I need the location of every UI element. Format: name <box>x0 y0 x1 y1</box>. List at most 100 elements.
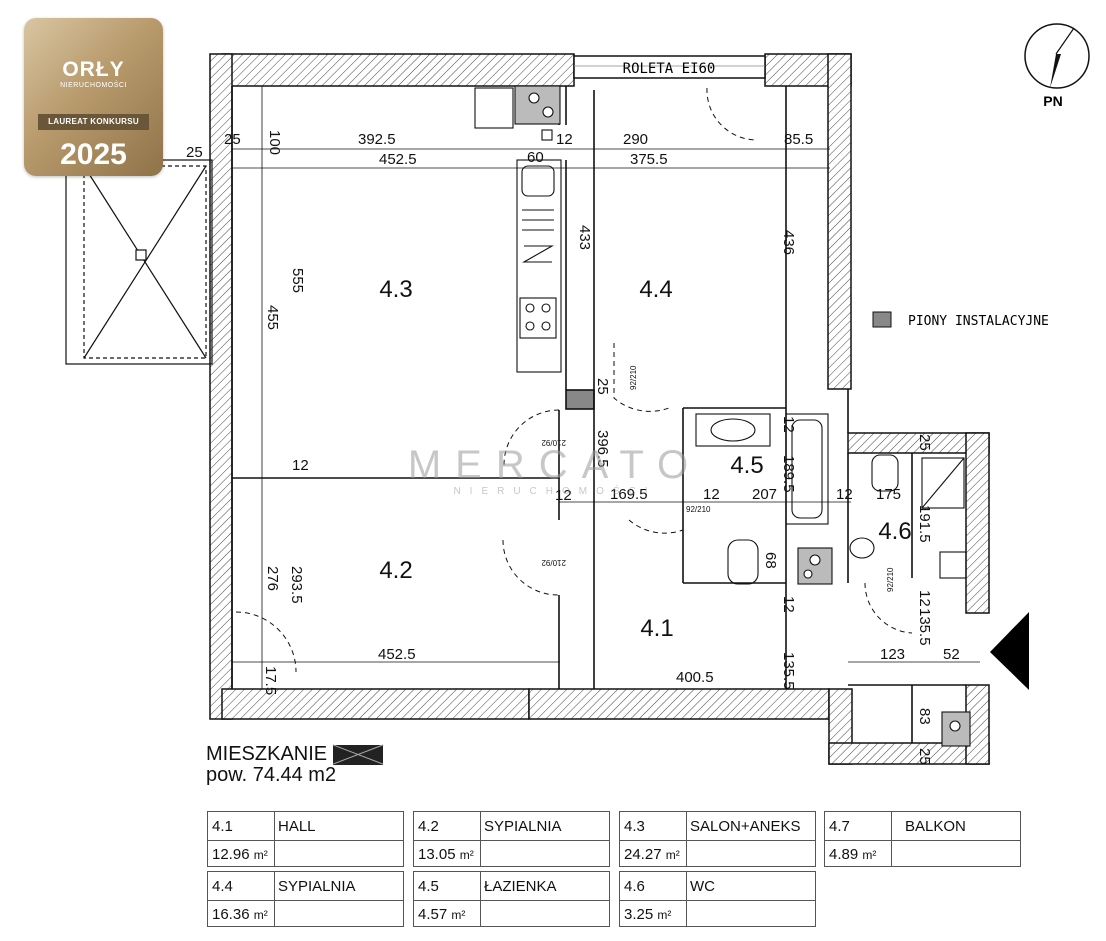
room-area: 3.25 <box>624 906 654 923</box>
dim-label: 52 <box>943 646 960 663</box>
dim-label: 12 <box>556 131 573 148</box>
dim-label: 83 <box>916 708 933 725</box>
room-area: 4.57 <box>418 906 448 923</box>
room-labels: 4.3 4.4 4.2 4.1 4.5 4.6 <box>379 276 911 642</box>
room-label-4-6: 4.6 <box>878 518 911 545</box>
dim-label: 60 <box>527 149 544 166</box>
dim-label: 25 <box>916 748 933 765</box>
dim-label: 12 <box>555 487 572 504</box>
door-label: 210/92 <box>541 438 566 447</box>
room-number: 4.2 <box>418 818 439 835</box>
dim-label: 85.5 <box>784 131 813 148</box>
room-number: 4.3 <box>624 818 645 835</box>
bathroom-fixtures <box>695 413 971 747</box>
room-area: 12.96 <box>212 846 250 863</box>
room-number: 4.4 <box>212 878 233 895</box>
exterior-walls <box>209 53 990 765</box>
room-name: SALON+ANEKS <box>690 818 801 835</box>
badge-subtitle: NIERUCHOMOŚCI <box>60 82 127 89</box>
dim-label: 135.5 <box>780 652 797 690</box>
door-label: 92/210 <box>686 505 711 514</box>
dim-label: 392.5 <box>358 131 396 148</box>
room-area: 24.27 <box>624 846 662 863</box>
dim-label: 25 <box>186 144 203 161</box>
room-unit: m² <box>253 848 268 862</box>
door-label: 210/92 <box>541 558 566 567</box>
dim-label: 293.5 <box>288 566 305 604</box>
dim-label: 12 <box>780 416 797 433</box>
dim-label: 12 <box>916 590 933 607</box>
door-swings <box>235 87 913 673</box>
room-name: SYPIALNIA <box>278 878 356 895</box>
dim-label: 433 <box>576 225 593 250</box>
room-unit: m² <box>451 908 466 922</box>
apartment-title: MIESZKANIE pow. 74.44 m2 <box>206 743 384 786</box>
room-number: 4.6 <box>624 878 645 895</box>
room-cell: 4.6 WC 3.25 m² <box>619 871 816 927</box>
dim-label: 25 <box>916 434 933 451</box>
dim-label: 396.5 <box>594 430 611 468</box>
badge-band: LAUREAT KONKURSU <box>38 114 149 130</box>
dim-label: 400.5 <box>676 669 714 686</box>
door-labels: 210/92 210/92 92/210 92/210 92/210 <box>541 365 895 592</box>
interior-walls <box>231 86 966 743</box>
room-name: WC <box>690 878 715 895</box>
room-label-4-5: 4.5 <box>730 452 763 479</box>
dim-label: 100 <box>266 130 283 155</box>
room-cell: 4.5 ŁAZIENKA 4.57 m² <box>413 871 610 927</box>
room-name: HALL <box>278 818 316 835</box>
room-unit: m² <box>657 908 672 922</box>
roleta-label: ROLETA EI60 <box>623 61 716 77</box>
dim-label: 207 <box>752 486 777 503</box>
room-cell: 4.7 BALKON 4.89 m² <box>824 811 1021 867</box>
dim-label: 452.5 <box>378 646 416 663</box>
dim-label: 276 <box>264 566 281 591</box>
room-label-4-3: 4.3 <box>379 276 412 303</box>
room-name: ŁAZIENKA <box>484 878 557 895</box>
compass-label: PN <box>1043 93 1062 109</box>
award-badge: ORŁY NIERUCHOMOŚCI LAUREAT KONKURSU 2025 <box>24 18 163 176</box>
dim-label: 12 <box>780 596 797 613</box>
dim-label: 191.5 <box>916 505 933 543</box>
watermark-brand: MERCATO <box>408 443 702 487</box>
watermark-sub: NIERUCHOMOŚCI <box>453 484 656 497</box>
roleta-window: ROLETA EI60 <box>573 55 766 79</box>
north-arrow-icon: PN <box>1024 23 1090 109</box>
room-cell: 4.1 HALL 12.96 m² <box>207 811 404 867</box>
room-number: 4.5 <box>418 878 439 895</box>
dim-label: 189.5 <box>780 455 797 493</box>
dim-label: 68 <box>762 552 779 569</box>
entrance-arrow-icon <box>990 612 1029 690</box>
door-label: 92/210 <box>886 567 895 592</box>
dim-label: 169.5 <box>610 486 648 503</box>
legend: PIONY INSTALACYJNE <box>872 311 1049 329</box>
room-area: 16.36 <box>212 906 250 923</box>
room-unit: m² <box>253 908 268 922</box>
dim-label: 455 <box>264 305 281 330</box>
dim-label: 555 <box>289 268 306 293</box>
room-label-4-1: 4.1 <box>640 615 673 642</box>
dim-label: 12 <box>292 457 309 474</box>
room-cell: 4.2 SYPIALNIA 13.05 m² <box>413 811 610 867</box>
dim-label: 175 <box>876 486 901 503</box>
dim-label: 12 <box>703 486 720 503</box>
room-number: 4.1 <box>212 818 233 835</box>
apartment-title-text: MIESZKANIE <box>206 743 328 765</box>
room-unit: m² <box>459 848 474 862</box>
dim-label: 123 <box>880 646 905 663</box>
dimension-lines <box>232 86 980 690</box>
dim-label: 375.5 <box>630 151 668 168</box>
dim-label: 290 <box>623 131 648 148</box>
legend-label: PIONY INSTALACYJNE <box>908 314 1049 329</box>
badge-year: 2025 <box>60 138 127 171</box>
room-area: 13.05 <box>418 846 456 863</box>
room-cell: 4.4 SYPIALNIA 16.36 m² <box>207 871 404 927</box>
dim-label: 436 <box>780 230 797 255</box>
room-area: 4.89 <box>829 846 859 863</box>
badge-logo: ORŁY <box>62 58 125 81</box>
room-name: SYPIALNIA <box>484 818 562 835</box>
room-unit: m² <box>862 848 877 862</box>
redacted-number <box>333 744 384 765</box>
room-label-4-4: 4.4 <box>639 276 672 303</box>
